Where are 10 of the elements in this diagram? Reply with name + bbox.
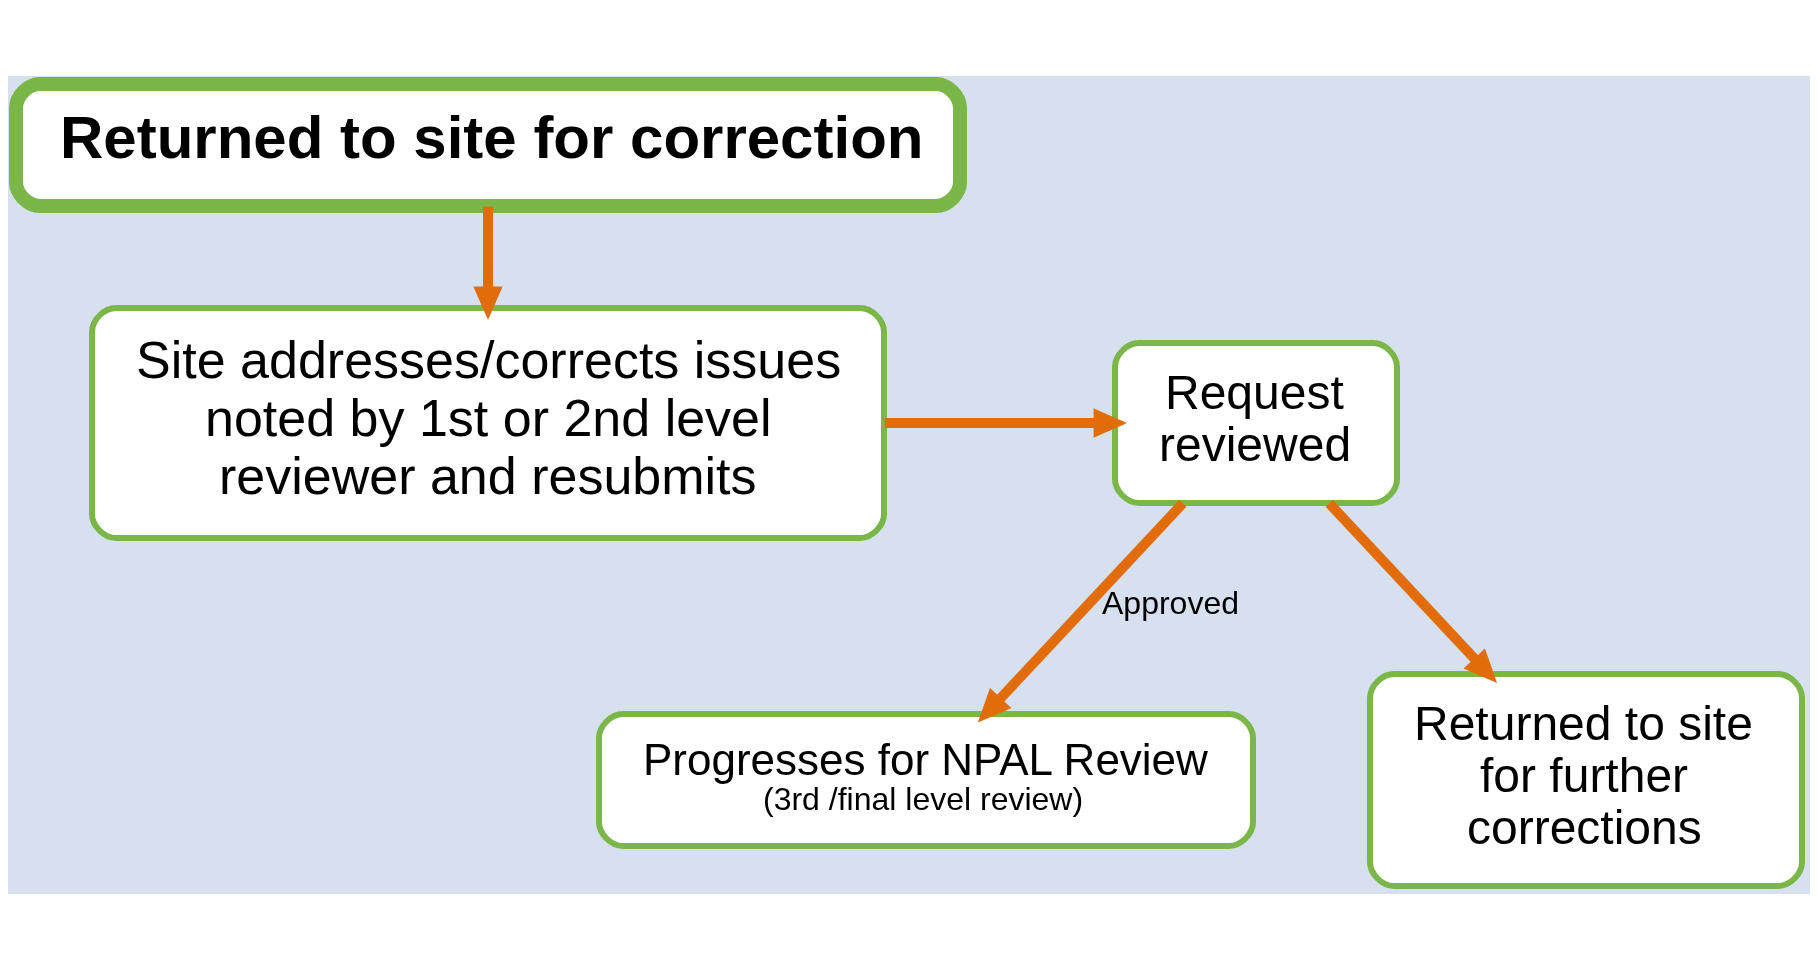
edge-label: Approved xyxy=(1102,584,1239,621)
arrow xyxy=(1325,499,1498,683)
node-box: Progresses for NPAL Review (3rd /final level review) xyxy=(596,711,1256,849)
arrow xyxy=(884,408,1128,438)
node-box: Returned to site for further corrections xyxy=(1367,671,1805,889)
node-box: Returned to site for correction xyxy=(9,77,967,213)
arrow xyxy=(977,499,1187,723)
arrow xyxy=(473,206,503,320)
node-box: Site addresses/corrects issues noted by 1st or 2nd level reviewer and resubmits xyxy=(89,305,887,541)
node-box: Request reviewed xyxy=(1112,340,1400,506)
